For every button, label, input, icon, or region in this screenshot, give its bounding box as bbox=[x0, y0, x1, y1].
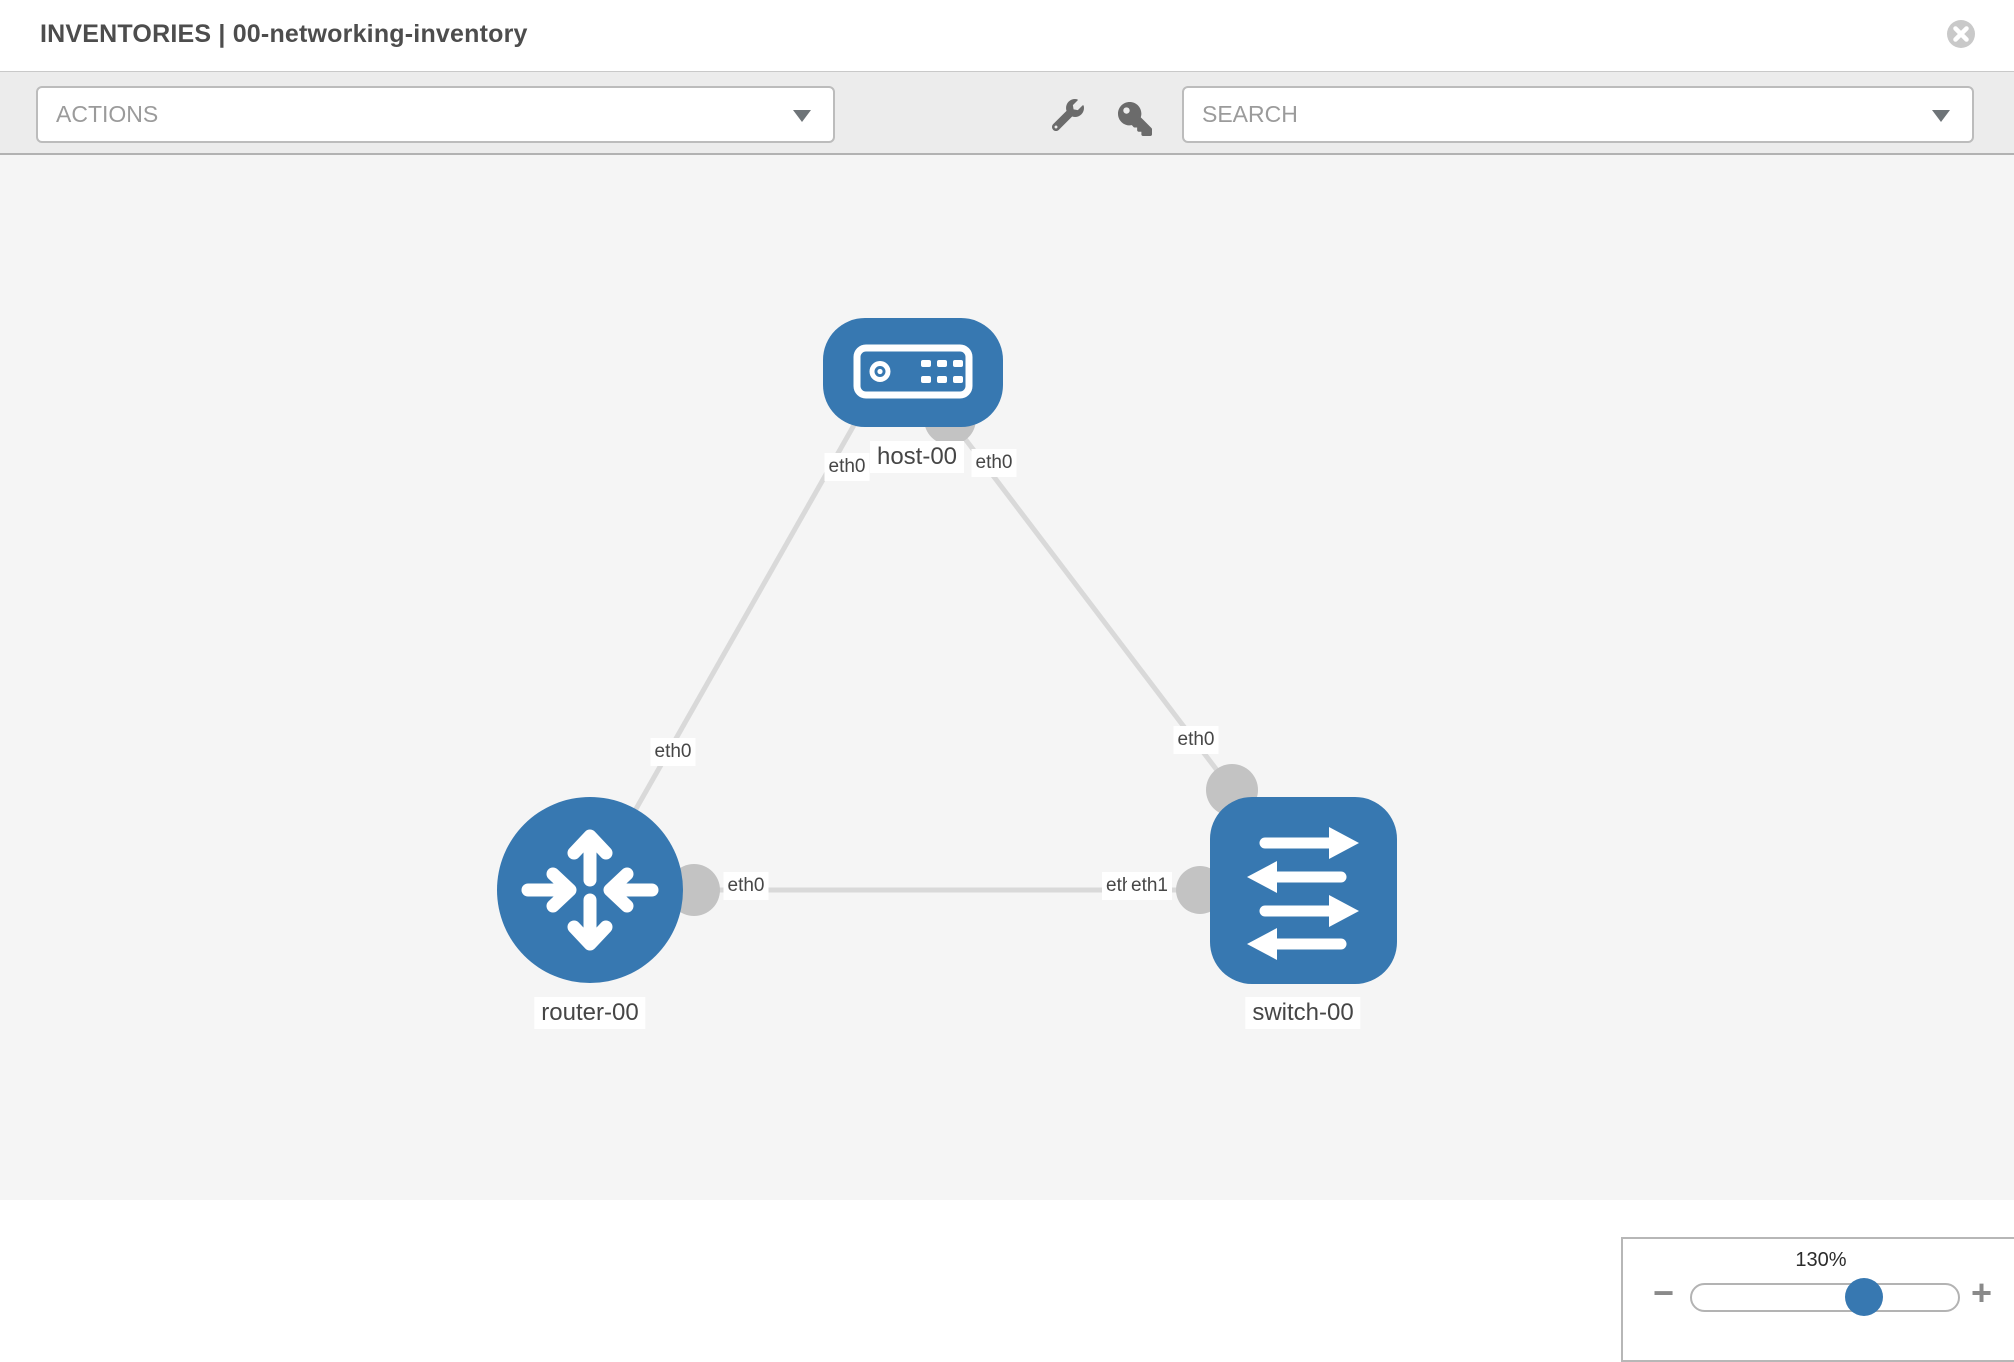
search-placeholder: SEARCH bbox=[1202, 101, 1298, 127]
close-icon bbox=[1947, 20, 1975, 48]
key-icon bbox=[1118, 102, 1152, 136]
zoom-slider-thumb[interactable] bbox=[1845, 1278, 1883, 1316]
actions-dropdown-label: ACTIONS bbox=[56, 101, 159, 127]
router-node-shape[interactable] bbox=[497, 797, 683, 983]
wrench-icon bbox=[1051, 99, 1084, 132]
interface-label-link-switch-front: eth1 bbox=[1127, 872, 1172, 900]
interface-label-router-uplink: eth0 bbox=[650, 738, 696, 766]
interface-label-switch-uplink: eth0 bbox=[1173, 726, 1219, 754]
switch-node-shape[interactable] bbox=[1210, 797, 1397, 984]
node-label-router: router-00 bbox=[534, 997, 646, 1029]
topology-canvas[interactable]: host-00 router-00 switch-00 eth0 eth0 et… bbox=[0, 155, 2014, 1362]
credentials-button[interactable] bbox=[1118, 102, 1152, 141]
header: INVENTORIES | 00-networking-inventory bbox=[0, 0, 2014, 71]
host-icon bbox=[853, 344, 973, 399]
search-dropdown[interactable]: SEARCH bbox=[1182, 86, 1974, 143]
zoom-out-button[interactable]: − bbox=[1653, 1272, 1675, 1313]
node-label-host: host-00 bbox=[869, 441, 965, 473]
page-title: INVENTORIES | 00-networking-inventory bbox=[40, 20, 528, 48]
node-label-switch: switch-00 bbox=[1245, 997, 1361, 1029]
close-button[interactable] bbox=[1946, 19, 1976, 49]
node-router[interactable] bbox=[497, 797, 683, 983]
chevron-down-icon bbox=[1932, 110, 1950, 122]
host-node-shape[interactable] bbox=[823, 318, 1003, 427]
chevron-down-icon bbox=[793, 110, 811, 122]
configure-button[interactable] bbox=[1051, 99, 1084, 136]
interface-label-link-router-side: eth0 bbox=[723, 872, 769, 900]
zoom-in-button[interactable]: + bbox=[1971, 1272, 1993, 1313]
node-switch[interactable] bbox=[1210, 797, 1397, 984]
zoom-level-label: 130% bbox=[1795, 1249, 1847, 1271]
switch-icon bbox=[1247, 827, 1359, 960]
actions-dropdown[interactable]: ACTIONS bbox=[36, 86, 835, 143]
node-host[interactable] bbox=[823, 318, 1003, 427]
interface-label-host-left: eth0 bbox=[824, 453, 870, 481]
zoom-slider[interactable] bbox=[1690, 1278, 1960, 1316]
router-icon bbox=[521, 829, 659, 951]
interface-label-host-right: eth0 bbox=[971, 449, 1017, 477]
zoom-panel: 130% − + bbox=[1621, 1237, 2014, 1362]
toolbar: ACTIONS SEARCH bbox=[0, 71, 2014, 155]
